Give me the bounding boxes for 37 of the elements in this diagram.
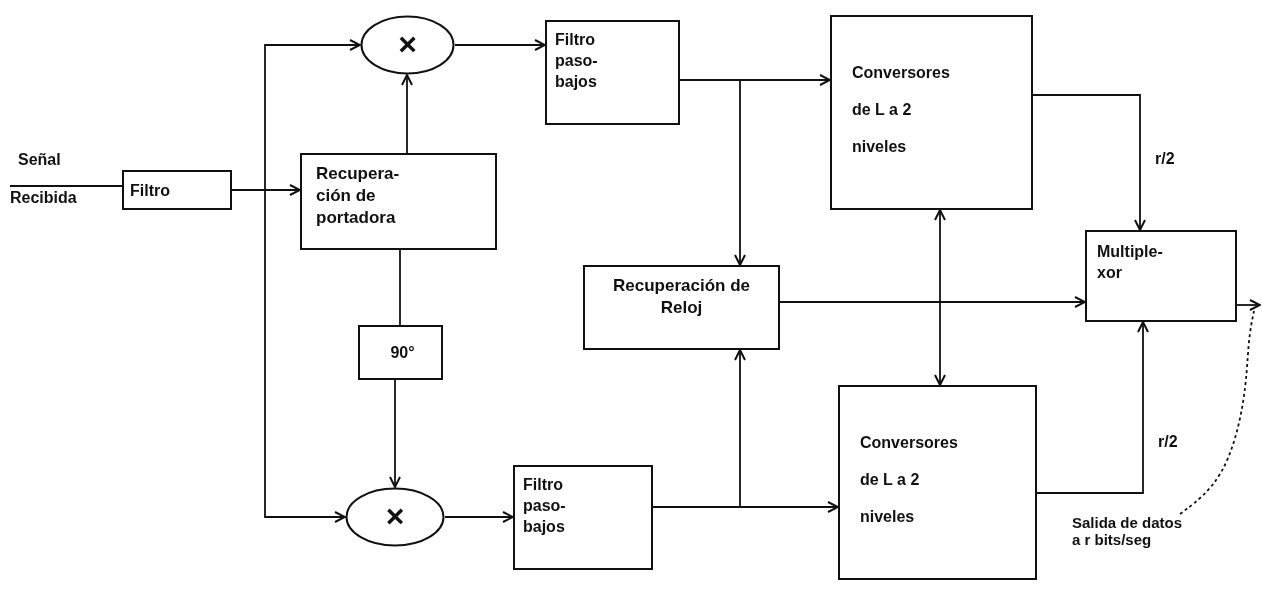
box-label: Conversores de L a 2 niveles — [860, 433, 959, 527]
process-box — [830, 15, 1033, 210]
process-box — [358, 325, 443, 380]
multiplier-circle — [360, 15, 455, 75]
signal-label: Recibida — [10, 188, 77, 208]
arrow — [1032, 94, 1146, 231]
multiply-sign: × — [397, 25, 418, 64]
multiplier-circle — [345, 487, 445, 547]
box-label: Recupera- ción de portadora — [316, 163, 401, 230]
arrow — [1036, 321, 1149, 494]
multiply-sign: × — [384, 497, 406, 536]
process-box — [838, 385, 1037, 580]
box-label: Recuperación de Reloj — [612, 275, 751, 320]
process-box — [583, 265, 780, 350]
box-label: Filtro paso- bajos — [523, 475, 567, 537]
box-label: Conversores de L a 2 niveles — [852, 63, 951, 157]
process-box — [300, 153, 497, 250]
arrow — [389, 379, 401, 488]
box-label: Filtro paso- bajos — [555, 30, 599, 92]
arrow — [401, 74, 413, 154]
leader-line — [1179, 310, 1255, 515]
output-caption: Salida de datos a r bits/seg — [1072, 514, 1190, 586]
process-box — [122, 170, 232, 210]
arrow — [1236, 299, 1261, 311]
process-box — [545, 20, 680, 125]
arrow — [934, 209, 946, 386]
arrow — [652, 349, 746, 508]
arrow — [679, 79, 746, 266]
box-label: Multiple- xor — [1097, 242, 1164, 283]
box-label: 90° — [389, 343, 416, 363]
signal-label: Señal — [18, 150, 61, 170]
process-box — [1085, 230, 1237, 322]
process-box — [513, 465, 653, 570]
arrow — [444, 511, 514, 523]
box-label: Filtro — [130, 181, 171, 201]
arrow — [454, 39, 546, 51]
arrow — [779, 296, 1086, 308]
